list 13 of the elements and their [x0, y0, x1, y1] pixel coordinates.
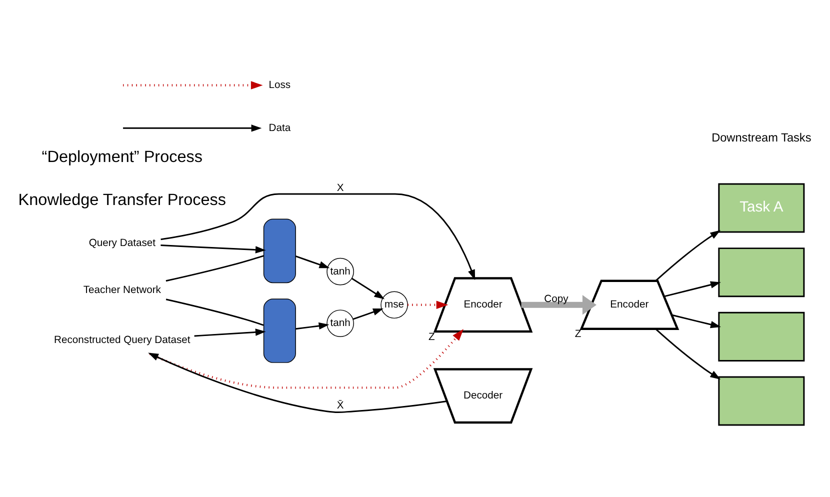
- legend-label: Data: [268, 122, 291, 134]
- edge-label: Copy: [544, 294, 568, 306]
- label: Knowledge Transfer Process: [18, 190, 226, 209]
- node-text: Teacher Network: [83, 284, 161, 296]
- edge-label: X: [336, 183, 344, 194]
- node-text: Reconstructed Query Dataset: [54, 335, 190, 346]
- node-label: Z: [428, 332, 435, 343]
- label: “Deployment” Process: [42, 148, 203, 166]
- node-text: Query Dataset: [88, 238, 156, 250]
- node-label: Downstream Tasks: [712, 130, 812, 144]
- node-label: Z: [574, 329, 582, 340]
- edge-label: X̄: [336, 400, 344, 412]
- legend-label: Loss: [268, 80, 291, 92]
